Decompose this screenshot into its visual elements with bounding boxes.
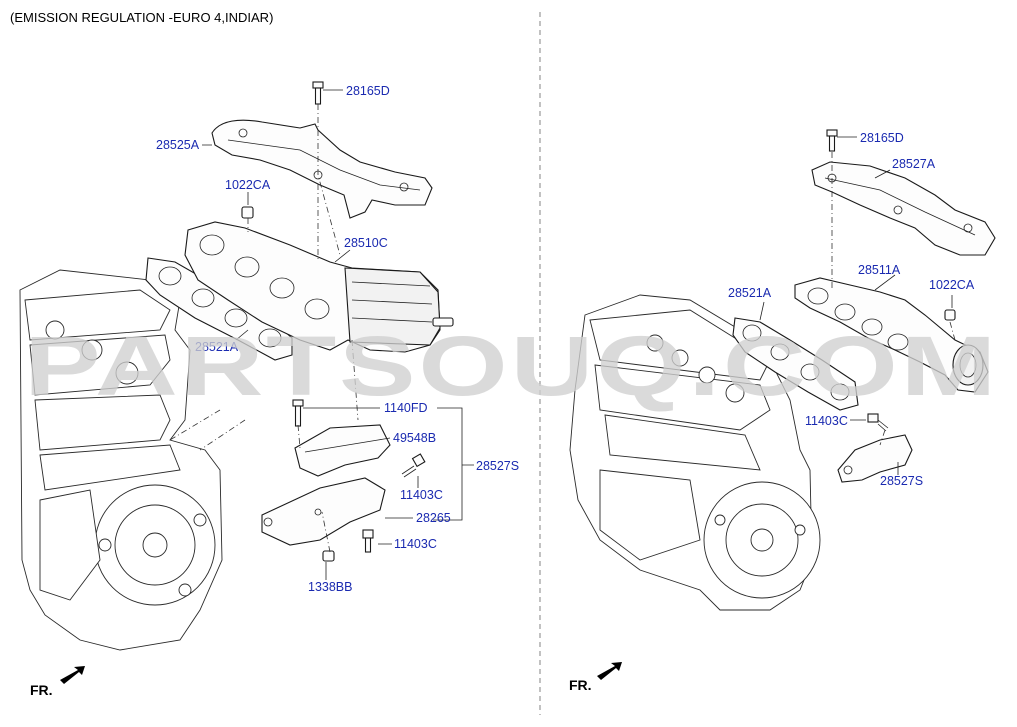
heat-protector-28527A-shape [811, 161, 996, 256]
left-label-1338BB[interactable]: 1338BB [308, 580, 352, 594]
bracket-28527S-right-shape [837, 434, 913, 483]
watermark-text: PARTSOUQ.COM [24, 319, 999, 413]
heat-protector-28525A-shape [211, 119, 433, 219]
right-nut-1022CA [944, 309, 956, 321]
left-label-11403C-b[interactable]: 11403C [394, 537, 437, 551]
right-bolt-28165D [826, 129, 838, 152]
left-view: FR. 28165D 28525A 1022CA 28510C 28521A 1… [19, 81, 519, 698]
right-label-28511A[interactable]: 28511A [858, 263, 901, 277]
gasket-28521A-right-shape [732, 317, 859, 411]
left-label-1022CA[interactable]: 1022CA [225, 178, 271, 192]
left-label-28527S[interactable]: 28527S [476, 459, 519, 473]
left-label-28521A[interactable]: 28521A [195, 340, 239, 354]
right-label-28527S[interactable]: 28527S [880, 474, 923, 488]
right-label-11403C[interactable]: 11403C [805, 414, 848, 428]
right-label-28521A[interactable]: 28521A [728, 286, 772, 300]
left-label-28525A[interactable]: 28525A [156, 138, 200, 152]
manifold-28511A-shape [794, 277, 989, 393]
right-label-28527A[interactable]: 28527A [892, 157, 936, 171]
bracket-28265-shape [261, 477, 386, 546]
left-front-direction-label: FR. [30, 682, 53, 698]
right-front-arrow-icon [597, 662, 622, 680]
left-front-arrow-icon [60, 666, 85, 684]
left-label-28165D[interactable]: 28165D [346, 84, 390, 98]
bracket-49548B-shape [294, 424, 391, 477]
right-engine-block [569, 294, 821, 611]
right-label-1022CA[interactable]: 1022CA [929, 278, 975, 292]
left-label-28265[interactable]: 28265 [416, 511, 451, 525]
right-label-28165D[interactable]: 28165D [860, 131, 904, 145]
left-label-11403C-a[interactable]: 11403C [400, 488, 443, 502]
left-bolt-28165D [312, 81, 324, 105]
left-nut-1338BB [322, 550, 335, 562]
left-nut-1022CA [241, 206, 254, 219]
left-engine-block [19, 269, 223, 651]
left-bolt-11403C-a [401, 453, 426, 478]
left-bolt-11403C-b [362, 529, 374, 553]
left-label-1140FD[interactable]: 1140FD [384, 401, 428, 415]
right-front-direction-label: FR. [569, 677, 592, 693]
left-label-28510C[interactable]: 28510C [344, 236, 388, 250]
right-view: FR. 28165D 28527A 28511A 1022CA 28521A 1… [569, 129, 996, 693]
left-label-49548B[interactable]: 49548B [393, 431, 436, 445]
right-bolt-11403C [867, 413, 889, 432]
diagram-title: (EMISSION REGULATION -EURO 4,INDIAR) [10, 10, 273, 25]
